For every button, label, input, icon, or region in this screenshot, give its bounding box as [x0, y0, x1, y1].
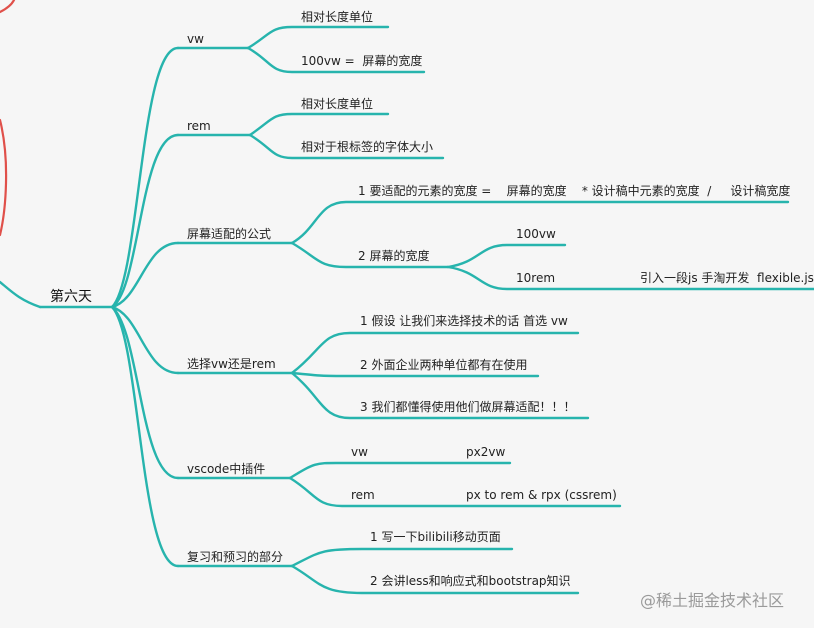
branch-vscode: vscode中插件 — [187, 461, 265, 476]
branch-rem: rem — [187, 119, 211, 133]
left-edge-accent — [0, 0, 16, 14]
child-line — [290, 331, 580, 375]
screen-width-100vw: 100vw — [516, 227, 556, 241]
branch-review: 复习和预习的部分 — [187, 549, 283, 564]
vw-child-2: 100vw = 屏幕的宽度 — [301, 53, 422, 68]
review-child-2: 2 会讲less和响应式和bootstrap知识 — [370, 573, 571, 588]
branch-line — [110, 305, 180, 568]
child-line — [290, 371, 590, 420]
branch-line — [110, 305, 180, 375]
branch-vw: vw — [187, 32, 204, 46]
vscode-child-vw: vw — [351, 445, 368, 459]
child-line — [290, 200, 790, 245]
rem-child-2: 相对于根标签的字体大小 — [301, 139, 433, 154]
child-line — [248, 112, 390, 137]
choose-child-2: 2 外面企业两种单位都有在使用 — [360, 357, 527, 372]
root-node: 第六天 — [50, 288, 92, 305]
flexible-js-note: 引入一段js 手淘开发 flexible.js — [640, 270, 814, 285]
left-edge-accent — [0, 118, 8, 237]
branch-choose: 选择vw还是rem — [187, 357, 276, 371]
formula-child-1: 1 要适配的元素的宽度 = 屏幕的宽度 * 设计稿中元素的宽度 / 设计稿宽度 — [358, 183, 790, 198]
child-line — [288, 461, 512, 480]
watermark: @稀土掘金技术社区 — [640, 591, 784, 610]
branch-line — [110, 241, 180, 309]
child-line — [290, 547, 514, 568]
formula-child-2: 2 屏幕的宽度 — [358, 248, 429, 263]
vw-child-1: 相对长度单位 — [301, 9, 373, 24]
branch-line — [110, 46, 180, 309]
child-line — [246, 25, 390, 50]
choose-child-1: 1 假设 让我们来选择技术的话 首选 vw — [360, 313, 568, 328]
plugin-cssrem: px to rem & rpx (cssrem) — [466, 488, 617, 502]
child-line — [290, 241, 450, 269]
branch-formula: 屏幕适配的公式 — [187, 226, 271, 241]
vscode-child-rem: rem — [351, 488, 375, 502]
child-line — [446, 265, 814, 291]
plugin-px2vw: px2vw — [466, 445, 505, 459]
branch-line — [110, 133, 180, 309]
root-connector — [0, 280, 42, 309]
screen-width-10rem: 10rem — [516, 271, 555, 285]
choose-child-3: 3 我们都懂得使用他们做屏幕适配！！！ — [360, 399, 575, 414]
child-line — [446, 243, 567, 269]
rem-child-1: 相对长度单位 — [301, 96, 373, 111]
child-line — [288, 476, 622, 508]
child-line — [290, 564, 580, 595]
review-child-1: 1 写一下bilibili移动页面 — [370, 530, 501, 544]
branch-line — [110, 305, 180, 480]
child-line — [248, 133, 445, 160]
child-line — [290, 371, 540, 378]
child-line — [246, 46, 426, 74]
